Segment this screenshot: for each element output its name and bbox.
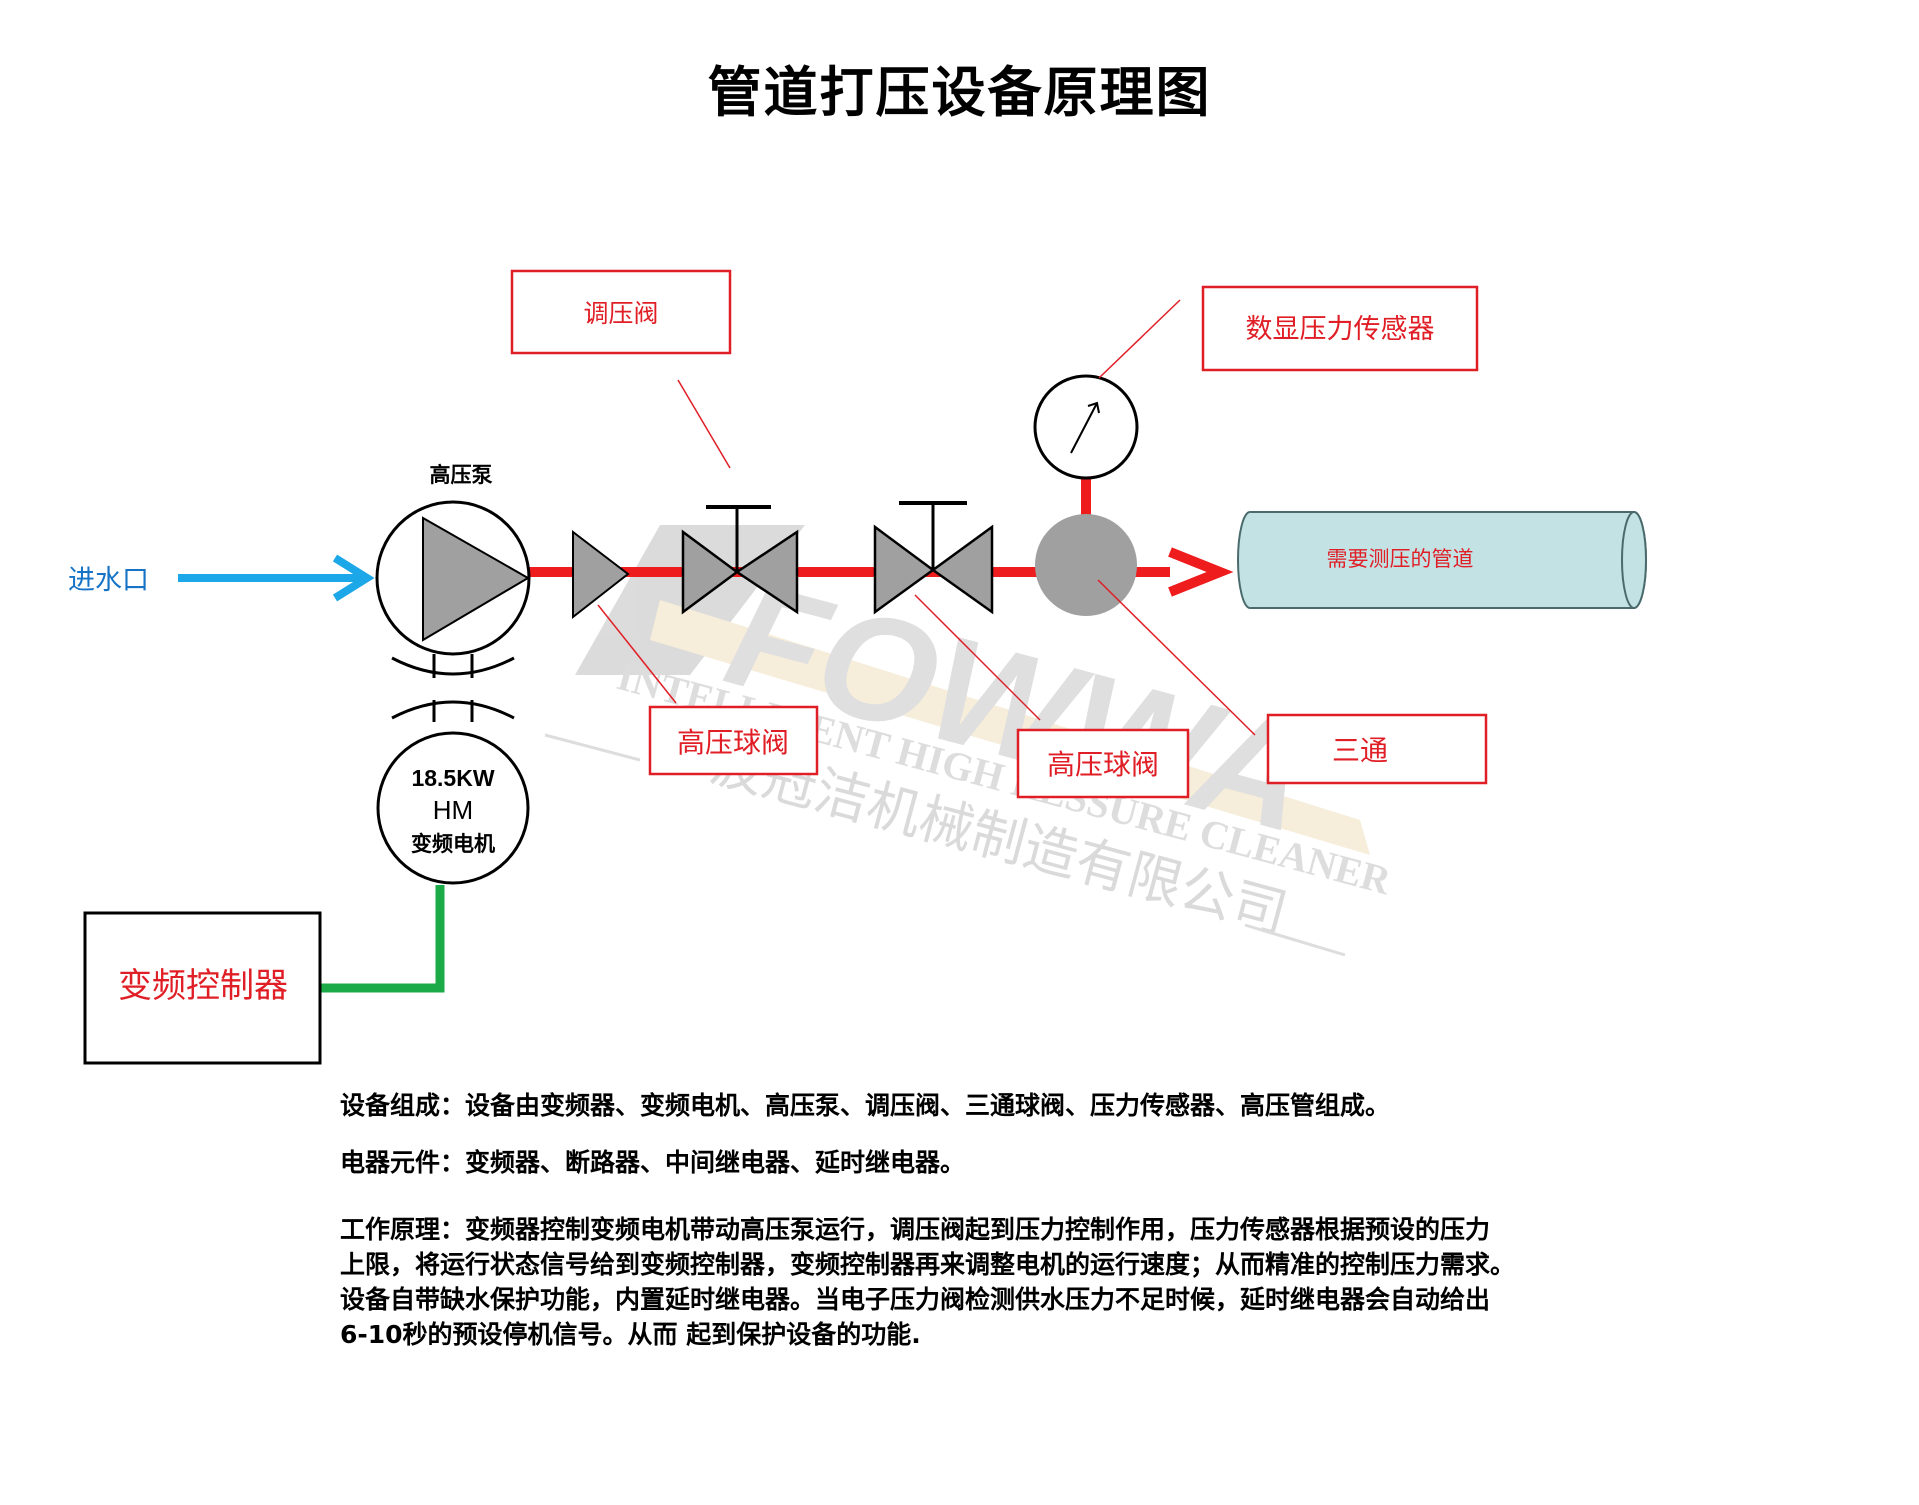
- principle-line-3: 设备自带缺水保护功能，内置延时继电器。当电子压力阀检测供水压力不足时候，延时继电…: [340, 1285, 1491, 1314]
- pressure-regulator-callout: [510, 269, 732, 355]
- inlet-label: 进水口: [68, 565, 149, 596]
- tee-callout: [1266, 713, 1488, 785]
- shaft-coupling: [391, 654, 515, 722]
- motor-model: HM: [433, 795, 473, 825]
- output-arrow: [1168, 547, 1234, 597]
- sensor-callout: [1201, 285, 1479, 372]
- page-title: 管道打压设备原理图: [707, 61, 1212, 124]
- principle-line-1: 工作原理：变频器控制变频电机带动高压泵运行，调压阀起到压力控制作用，压力传感器根…: [340, 1215, 1491, 1244]
- check-valve: [572, 529, 630, 620]
- ball-valve-2-callout: [1016, 728, 1190, 799]
- test-pipe: [1237, 511, 1647, 609]
- pressure-regulating-valve: [681, 505, 799, 615]
- test-pipe-label: 需要测压的管道: [1327, 547, 1474, 571]
- electrical-line: 电器元件：变频器、断路器、中间继电器、延时继电器。: [340, 1148, 966, 1177]
- frequency-controller-box: [83, 911, 322, 1065]
- watermark-rule-right: [1244, 923, 1346, 957]
- ball-valve-2-label: 高压球阀: [1047, 748, 1159, 781]
- motor-power: 18.5KW: [411, 765, 494, 791]
- sensor-label: 数显压力传感器: [1246, 314, 1435, 345]
- callout-leaders: [597, 299, 1256, 736]
- pressure-gauge: [1033, 374, 1139, 480]
- principle-line-4: 6-10秒的预设停机信号。从而 起到保护设备的功能.: [340, 1320, 921, 1349]
- frequency-controller-label: 变频控制器: [118, 966, 288, 1006]
- tee-label: 三通: [1332, 734, 1388, 767]
- high-pressure-pump: [375, 500, 531, 656]
- ball-valve-2: [873, 501, 994, 615]
- inlet-arrow-head: [332, 554, 375, 602]
- principle-text: 工作原理：变频器控制变频电机带动高压泵运行，调压阀起到压力控制作用，压力传感器根…: [340, 1212, 1740, 1352]
- pump-label: 高压泵: [430, 463, 493, 487]
- composition-text: 设备组成：设备由变频器、变频电机、高压泵、调压阀、三通球阀、压力传感器、高压管组…: [340, 1088, 1740, 1123]
- electrical-text: 电器元件：变频器、断路器、中间继电器、延时继电器。: [340, 1145, 1740, 1180]
- watermark-rule-left: [544, 733, 641, 762]
- ball-valve-1-label: 高压球阀: [677, 726, 789, 759]
- pressure-regulator-label: 调压阀: [583, 299, 658, 328]
- motor-type: 变频电机: [411, 832, 495, 856]
- tee-fitting: [1035, 514, 1137, 616]
- composition-line: 设备组成：设备由变频器、变频电机、高压泵、调压阀、三通球阀、压力传感器、高压管组…: [340, 1091, 1391, 1120]
- principle-line-2: 上限，将运行状态信号给到变频控制器，变频控制器再来调整电机的运行速度；从而精准的…: [340, 1250, 1516, 1279]
- variable-frequency-motor: [376, 731, 530, 885]
- control-wire: [320, 885, 445, 993]
- ball-valve-1-callout: [648, 705, 819, 776]
